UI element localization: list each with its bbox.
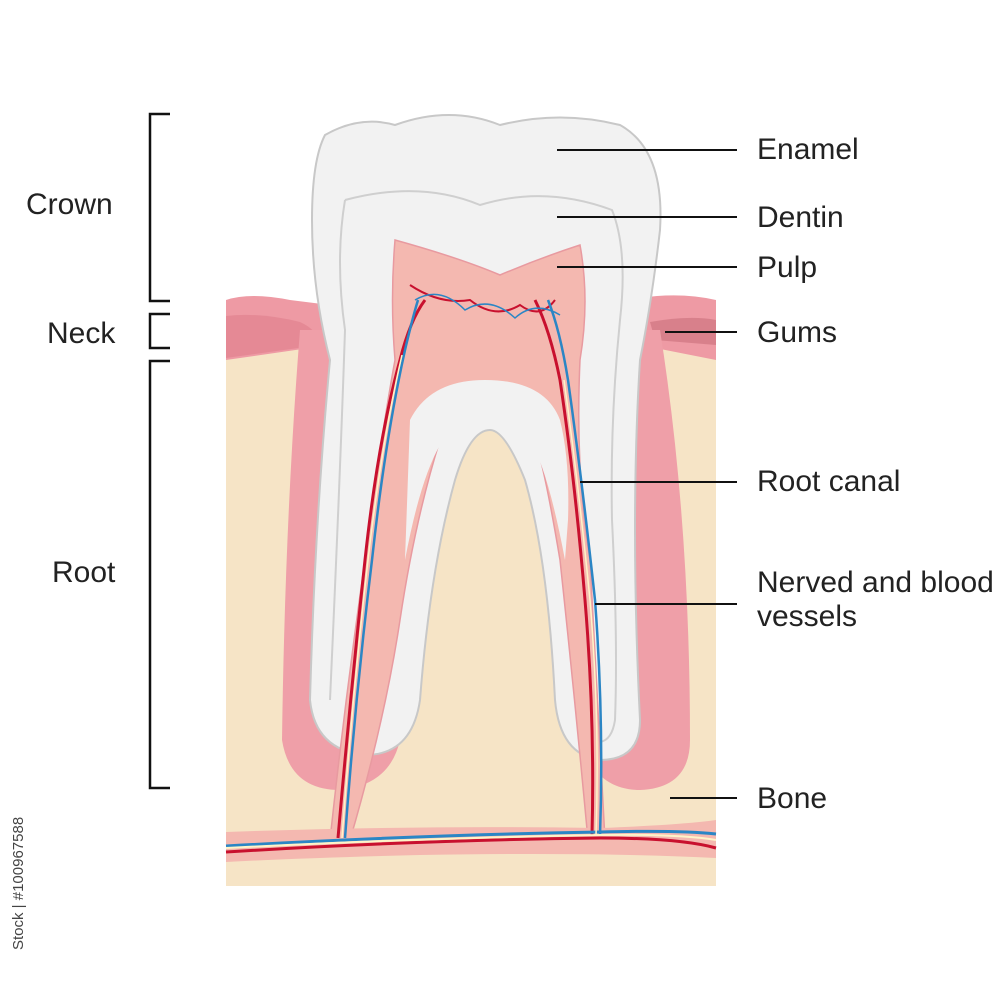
bone-label: Bone bbox=[757, 782, 828, 815]
gum-shadow-left bbox=[226, 314, 320, 358]
neck-bracket bbox=[148, 312, 170, 350]
nerve-vessel bbox=[225, 833, 717, 849]
root-canal-label: Root canal bbox=[757, 465, 901, 498]
nerves-label: Nerved and blood vessels bbox=[757, 566, 994, 633]
gums-label: Gums bbox=[757, 316, 838, 349]
artery-chamber bbox=[409, 284, 556, 313]
vein-right-canal bbox=[546, 299, 603, 837]
crown-label: Crown bbox=[26, 188, 113, 221]
leader-lines bbox=[557, 149, 737, 799]
vein-left-canal bbox=[343, 299, 420, 839]
root-label: Root bbox=[52, 556, 116, 589]
dentin-label: Dentin bbox=[757, 201, 844, 234]
artery-right-canal bbox=[533, 299, 595, 837]
nerve-right-canal bbox=[563, 379, 598, 837]
enamel-label: Enamel bbox=[757, 133, 859, 166]
neck-label: Neck bbox=[47, 317, 116, 350]
inner-dentin bbox=[405, 380, 569, 560]
pulp-label: Pulp bbox=[757, 251, 818, 284]
crown-bracket bbox=[148, 112, 170, 303]
vein-vessel bbox=[225, 829, 717, 848]
tooth-dentin-shape bbox=[344, 190, 624, 743]
vein-chamber bbox=[414, 293, 561, 320]
nerve-left-canal bbox=[341, 354, 403, 839]
root-bracket bbox=[148, 359, 170, 790]
artery-left-canal bbox=[336, 299, 427, 839]
artery-vessel bbox=[225, 836, 717, 854]
stock-id-watermark: Stock | #100967588 bbox=[10, 816, 27, 950]
dentin-line-left bbox=[329, 199, 347, 701]
